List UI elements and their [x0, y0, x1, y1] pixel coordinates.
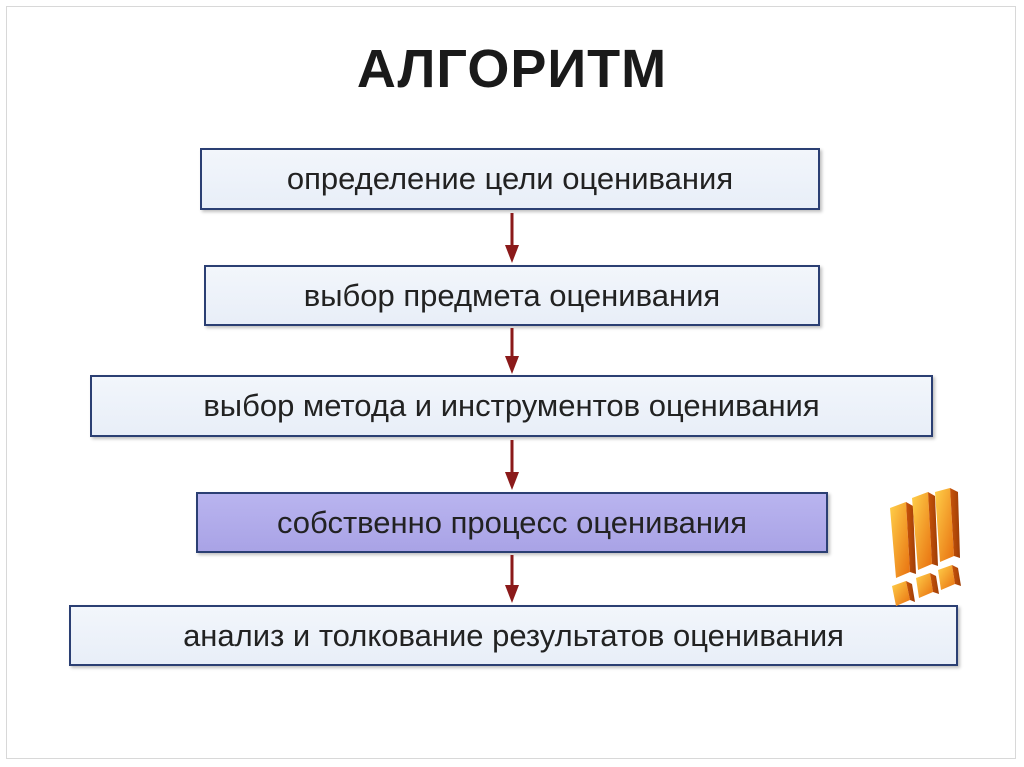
triple-exclamation-icon — [880, 488, 970, 628]
page-title: АЛГОРИТМ — [356, 39, 668, 99]
flow-step-define-goal: определение цели оценивания — [200, 148, 820, 210]
flow-arrow-4 — [505, 555, 519, 603]
flow-step-analyze-results: анализ и толкование результатов оцениван… — [69, 605, 958, 666]
flow-step-assessment-process: собственно процесс оценивания — [196, 492, 828, 553]
flow-arrow-3 — [505, 440, 519, 490]
slide-frame — [6, 6, 1016, 759]
flow-step-choose-subject: выбор предмета оценивания — [204, 265, 820, 326]
flow-arrow-1 — [505, 213, 519, 263]
flow-arrow-2 — [505, 328, 519, 374]
flow-step-choose-methods: выбор метода и инструментов оценивания — [90, 375, 933, 437]
